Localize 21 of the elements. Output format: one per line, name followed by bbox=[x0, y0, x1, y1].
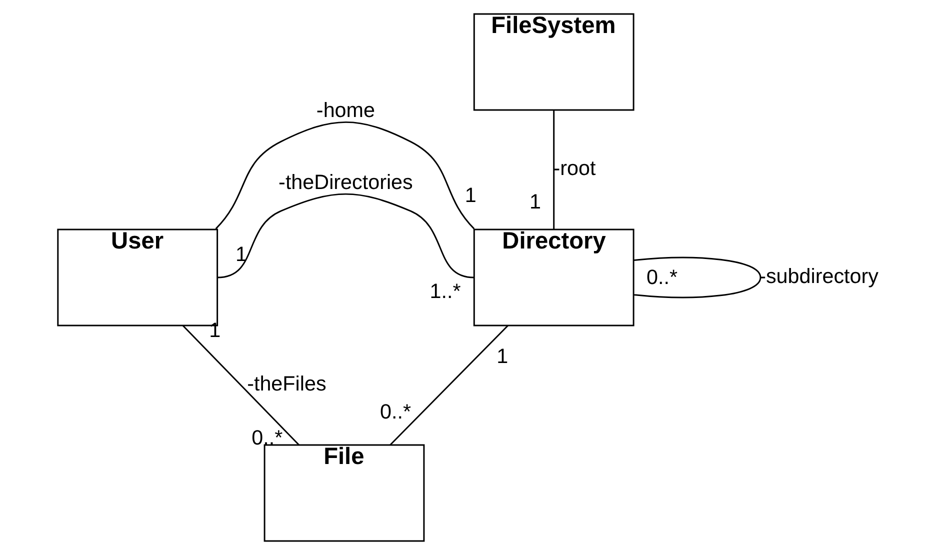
connector bbox=[182, 325, 300, 446]
label: 1 bbox=[529, 190, 541, 214]
node-box: File bbox=[264, 444, 425, 542]
connector bbox=[634, 256, 762, 298]
label: 1 bbox=[464, 184, 476, 207]
edge-label: -theDirectories bbox=[278, 171, 413, 194]
edge-label: -theFiles bbox=[247, 372, 326, 396]
label: 1 bbox=[496, 345, 508, 368]
edge-label: -root bbox=[553, 157, 596, 180]
label: 0..* bbox=[646, 266, 678, 289]
label: 1 bbox=[235, 242, 247, 266]
connector bbox=[215, 122, 475, 230]
node-box: FileSystem bbox=[473, 13, 634, 111]
connector bbox=[390, 325, 508, 446]
connector bbox=[553, 110, 555, 230]
edge-label: -subdirectory bbox=[759, 264, 878, 288]
connector bbox=[217, 193, 474, 278]
node-box: Directory bbox=[473, 228, 634, 326]
edge-label: -home bbox=[316, 98, 376, 122]
label: 1..* bbox=[430, 280, 461, 303]
label: 0..* bbox=[380, 400, 412, 424]
